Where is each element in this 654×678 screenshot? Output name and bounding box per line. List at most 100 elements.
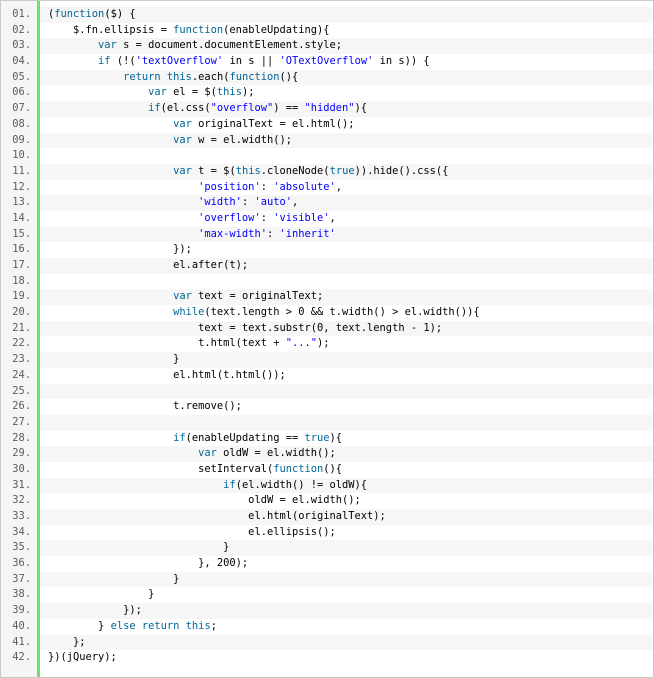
code-line: 16. }); (1, 242, 653, 258)
code-text (40, 274, 653, 290)
line-number: 24. (12, 368, 31, 381)
code-text: 'max-width': 'inherit' (40, 226, 653, 243)
code-text: 'width': 'auto', (40, 195, 653, 211)
code-text: } (40, 540, 653, 557)
code-token (48, 181, 198, 193)
code-text (40, 414, 653, 431)
code-text: oldW = el.width(); (40, 493, 653, 509)
code-text: t.remove(); (40, 399, 653, 415)
code-token: ){ (329, 431, 343, 444)
line-number: 28. (12, 431, 31, 444)
code-token: } (48, 353, 180, 366)
keyword-token: while (173, 306, 205, 319)
code-token: oldW = el.width(); (216, 447, 336, 460)
code-token: .each( (191, 70, 230, 83)
code-text: t.html(text + "..."); (40, 336, 653, 352)
string-token: 'textOverflow' (135, 55, 224, 68)
code-token: , (335, 180, 343, 193)
code-text: el.after(t); (40, 258, 653, 274)
code-token (48, 385, 54, 397)
line-number: 32. (12, 494, 31, 507)
code-token (48, 275, 54, 287)
code-token (48, 71, 123, 83)
code-line: 30. setInterval(function(){ (1, 462, 653, 478)
code-line: 01.(function($) { (1, 7, 653, 23)
line-number: 13. (12, 196, 31, 209)
keyword-token: var (148, 86, 167, 99)
keyword-token: this (235, 164, 261, 177)
code-token: , (329, 211, 336, 224)
code-token: }); (48, 243, 192, 256)
code-line: 34. el.ellipsis(); (1, 525, 653, 541)
code-text: } (40, 587, 653, 603)
code-token (48, 102, 148, 114)
code-token: : (266, 227, 280, 240)
code-line: 32. oldW = el.width(); (1, 493, 653, 509)
code-token: } (48, 619, 111, 632)
code-line: 05. return this.each(function(){ (1, 69, 653, 86)
code-text: var w = el.width(); (40, 132, 653, 149)
code-text: var s = document.documentElement.style; (40, 38, 653, 55)
code-token: oldW = el.width(); (48, 494, 361, 507)
code-text: } else return this; (40, 619, 653, 635)
code-token (48, 479, 223, 491)
code-token: t.remove(); (48, 400, 242, 413)
code-lines: 01.(function($) {02. $.fn.ellipsis = fun… (1, 7, 653, 666)
code-token: } (48, 572, 180, 585)
code-token: el.after(t); (48, 259, 249, 271)
keyword-token: else (110, 619, 136, 632)
code-text: var text = originalText; (40, 289, 653, 306)
line-number: 08. (12, 117, 31, 130)
keyword-token: true (304, 431, 330, 444)
code-text: text = text.substr(0, text.length - 1); (40, 320, 653, 337)
code-text: el.html(originalText); (40, 509, 653, 525)
code-text: } (40, 571, 653, 588)
line-number: 11. (12, 164, 31, 177)
code-token: (text.length > 0 && t.width() > el.width… (204, 306, 480, 319)
string-token: "overflow" (210, 102, 274, 115)
keyword-token: function (229, 70, 280, 83)
code-token: (enableUpdating == (185, 431, 305, 444)
code-line: 25. (1, 383, 653, 400)
line-number: 41. (12, 635, 31, 648)
code-line: 24. el.html(t.html()); (1, 368, 653, 384)
code-token: (el.css( (160, 102, 211, 115)
string-token: 'absolute' (273, 180, 336, 193)
keyword-token: return (141, 619, 180, 632)
code-token: t = $( (191, 164, 236, 177)
keyword-token: if (173, 431, 186, 444)
code-line: 07. if(el.css("overflow") == "hidden"){ (1, 101, 653, 117)
line-number: 18. (12, 274, 31, 287)
code-token (48, 416, 54, 428)
line-number: 23. (12, 353, 31, 366)
line-number: 10. (12, 149, 31, 162)
code-token (48, 134, 173, 146)
code-token: ){ (354, 102, 368, 115)
code-token: : (260, 180, 274, 193)
code-token: ; (210, 619, 217, 632)
line-number: 17. (12, 259, 31, 271)
code-token: }); (48, 604, 142, 617)
line-number-gutter (1, 1, 37, 677)
line-number: 19. (12, 290, 31, 303)
line-number: 21. (12, 321, 31, 334)
line-number: 34. (12, 525, 31, 538)
code-token: } (48, 541, 230, 554)
code-token: text = originalText; (191, 290, 324, 303)
keyword-token: this (166, 70, 192, 83)
keyword-token: var (173, 133, 192, 146)
code-line: 37. } (1, 571, 653, 588)
code-token: el.html(originalText); (48, 510, 386, 522)
code-token: in s)) { (373, 55, 430, 68)
code-token: ($) { (104, 8, 136, 20)
code-token: }; (48, 635, 86, 648)
line-number: 22. (12, 337, 31, 350)
code-line: 38. } (1, 587, 653, 603)
line-number: 36. (12, 557, 31, 570)
code-token (48, 196, 198, 208)
string-token: 'auto' (254, 196, 292, 209)
line-number: 31. (12, 478, 31, 491)
code-token: .cloneNode( (260, 164, 330, 177)
code-text: if(el.css("overflow") == "hidden"){ (40, 101, 653, 117)
code-line: 31. if(el.width() != oldW){ (1, 477, 653, 494)
